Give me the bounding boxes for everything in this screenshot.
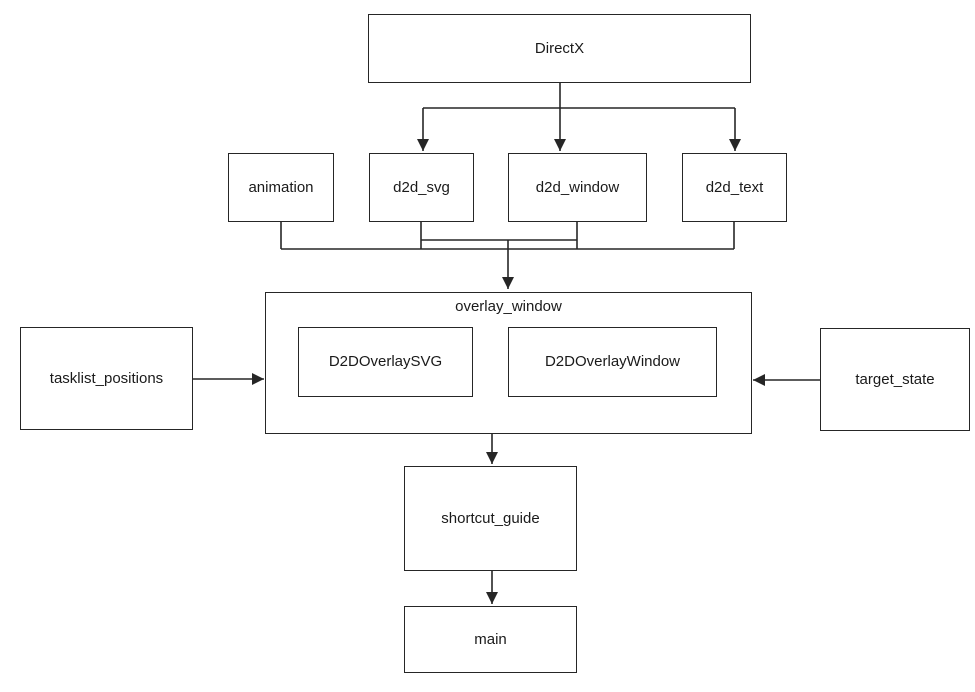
- node-label: D2DOverlayWindow: [544, 353, 681, 371]
- node-label: main: [474, 630, 507, 648]
- node-d2d-window: d2d_window: [508, 153, 647, 222]
- node-d2d-text: d2d_text: [682, 153, 787, 222]
- node-shortcut-guide: shortcut_guide: [404, 466, 577, 571]
- node-directx: DirectX: [368, 14, 751, 83]
- node-target-state: target_state: [820, 328, 970, 431]
- node-animation: animation: [228, 153, 334, 222]
- group-title: overlay_window: [455, 298, 562, 315]
- node-label: animation: [248, 178, 314, 196]
- node-label: D2DOverlaySVG: [328, 353, 443, 371]
- node-label: d2d_window: [535, 178, 620, 196]
- node-label: shortcut_guide: [441, 509, 540, 527]
- node-label: target_state: [855, 370, 935, 388]
- node-tasklist-positions: tasklist_positions: [20, 327, 193, 430]
- node-label: DirectX: [534, 39, 585, 57]
- node-d2d-overlay-svg: D2DOverlaySVG: [298, 327, 473, 397]
- node-label: d2d_svg: [393, 178, 450, 196]
- node-d2d-overlay-window: D2DOverlayWindow: [508, 327, 717, 397]
- node-label: d2d_text: [705, 178, 764, 196]
- node-main: main: [404, 606, 577, 673]
- node-label: tasklist_positions: [49, 369, 164, 387]
- node-d2d-svg: d2d_svg: [369, 153, 474, 222]
